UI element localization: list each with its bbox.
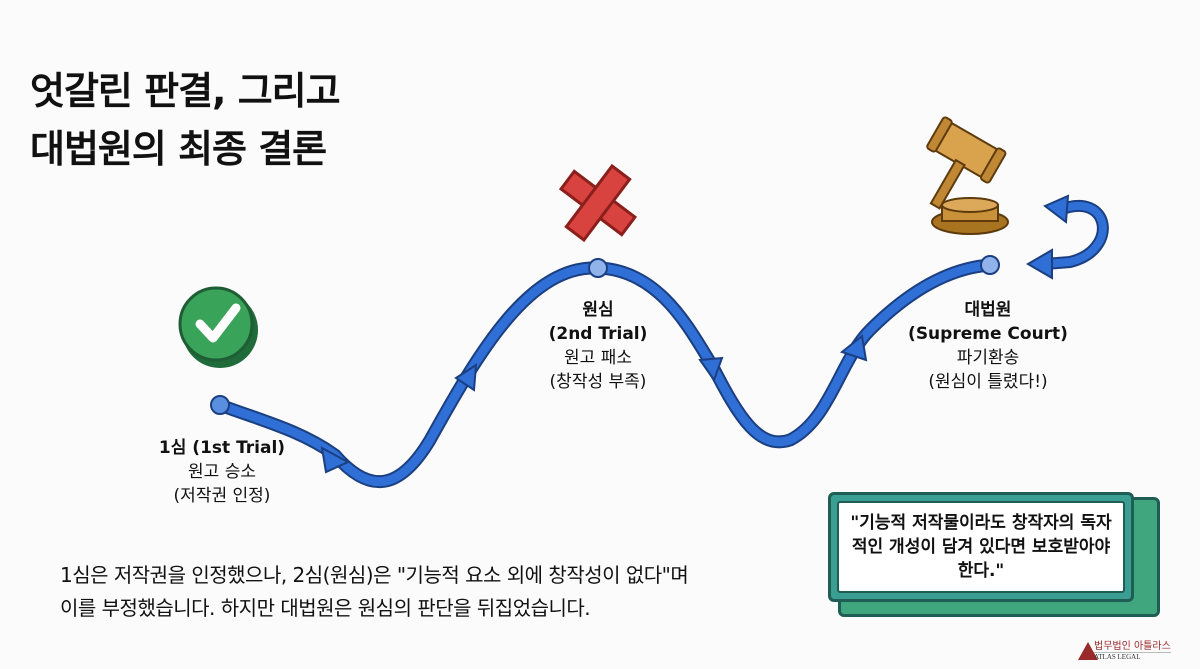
stage-1-note: (저작권 인정) <box>173 486 271 506</box>
stage-1-result: 원고 승소 <box>188 462 256 482</box>
path-arrows <box>320 334 868 474</box>
logo: 법무법인 아틀라스 ATLAS LEGAL <box>1094 637 1171 661</box>
logo-korean: 법무법인 아틀라스 <box>1094 637 1171 653</box>
description: 1심은 저작권을 인정했으나, 2심(원심)은 "기능적 요소 외에 창작성이 … <box>60 559 689 625</box>
stage-2-note: (창작성 부족) <box>549 372 647 392</box>
check-icon <box>178 286 258 368</box>
stage-3-result: 파기환송 <box>956 348 1020 368</box>
logo-mark <box>1078 642 1098 660</box>
stage-2-label: 원심 (2nd Trial) 원고 패소 (창작성 부족) <box>549 298 648 394</box>
appeal-dot <box>588 258 608 278</box>
description-line-1: 1심은 저작권을 인정했으나, 2심(원심)은 "기능적 요소 외에 창작성이 … <box>60 563 689 587</box>
quote-box: "기능적 저작물이라도 창작자의 독자적인 개성이 담겨 있다면 보호받아야 한… <box>828 492 1134 602</box>
arrow-icon <box>454 363 478 392</box>
start-dot <box>210 395 230 415</box>
stage-3-note: (원심이 틀렸다!) <box>928 372 1048 392</box>
page-title: 엇갈린 판결, 그리고 대법원의 최종 결론 <box>30 62 341 178</box>
arrow-icon <box>320 446 351 474</box>
stage-1-label: 1심 (1st Trial) 원고 승소 (저작권 인정) <box>159 436 285 508</box>
title-line-1: 엇갈린 판결, 그리고 <box>30 69 341 113</box>
title-line-2: 대법원의 최종 결론 <box>30 127 327 171</box>
quote-text: "기능적 저작물이라도 창작자의 독자적인 개성이 담겨 있다면 보호받아야 한… <box>837 501 1125 593</box>
stage-2-name: 원심 <box>582 300 614 320</box>
gavel-icon <box>926 116 1009 235</box>
stage-3-label: 대법원 (Supreme Court) 파기환송 (원심이 틀렸다!) <box>908 298 1068 394</box>
stage-3-name-en: (Supreme Court) <box>908 324 1068 344</box>
supreme-dot <box>980 255 1000 275</box>
arrow-icon <box>698 356 724 383</box>
x-icon <box>558 163 638 243</box>
stage-2-result: 원고 패소 <box>564 348 632 368</box>
arrow-icon <box>839 334 868 362</box>
stage-2-name-en: (2nd Trial) <box>548 324 648 344</box>
stage-1-name: 1심 (1st Trial) <box>158 438 286 458</box>
logo-english: ATLAS LEGAL <box>1094 653 1141 661</box>
return-arrow-icon <box>1026 194 1109 280</box>
stage-3-name: 대법원 <box>964 300 1012 320</box>
description-line-2: 이를 부정했습니다. 하지만 대법원은 원심의 판단을 뒤집었습니다. <box>60 596 591 620</box>
